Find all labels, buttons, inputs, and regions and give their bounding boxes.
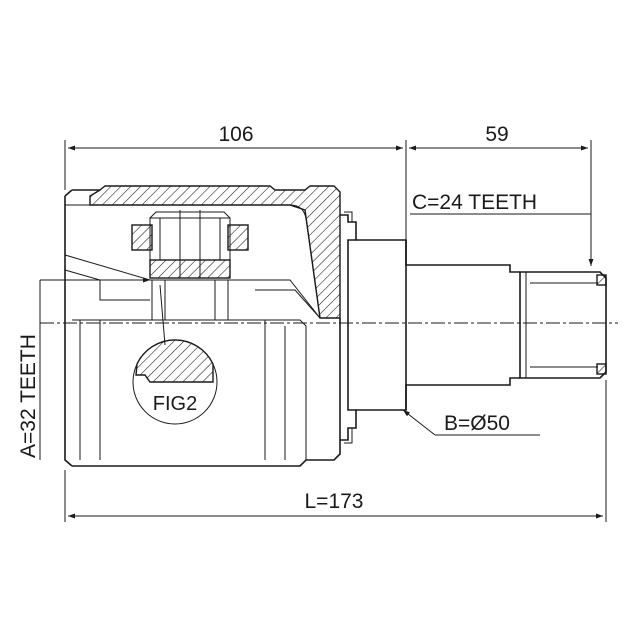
- seal-diameter-label: B=Ø50: [444, 412, 510, 435]
- outer-housing: [64, 185, 341, 467]
- seal-neck: [356, 239, 520, 411]
- dimension-overall-label: L=173: [305, 490, 364, 513]
- fig2-detail: FIG2: [132, 284, 218, 425]
- dimension-106: 106: [64, 123, 407, 245]
- splined-shaft: [519, 271, 607, 379]
- inner-spline-callout: A=32 TEETH: [17, 277, 150, 460]
- fig2-label: FIG2: [153, 393, 197, 415]
- flange-collar: [340, 211, 357, 444]
- inner-spline-label: A=32 TEETH: [17, 334, 40, 458]
- outer-spline-callout: C=24 TEETH: [410, 191, 594, 266]
- dimension-106-label: 106: [218, 123, 253, 146]
- outer-spline-label: C=24 TEETH: [412, 191, 537, 214]
- tripod-roller: [131, 210, 249, 321]
- dimension-59-label: 59: [485, 123, 508, 146]
- dimension-overall: L=173: [64, 380, 607, 522]
- seal-diameter-callout: B=Ø50: [402, 409, 540, 436]
